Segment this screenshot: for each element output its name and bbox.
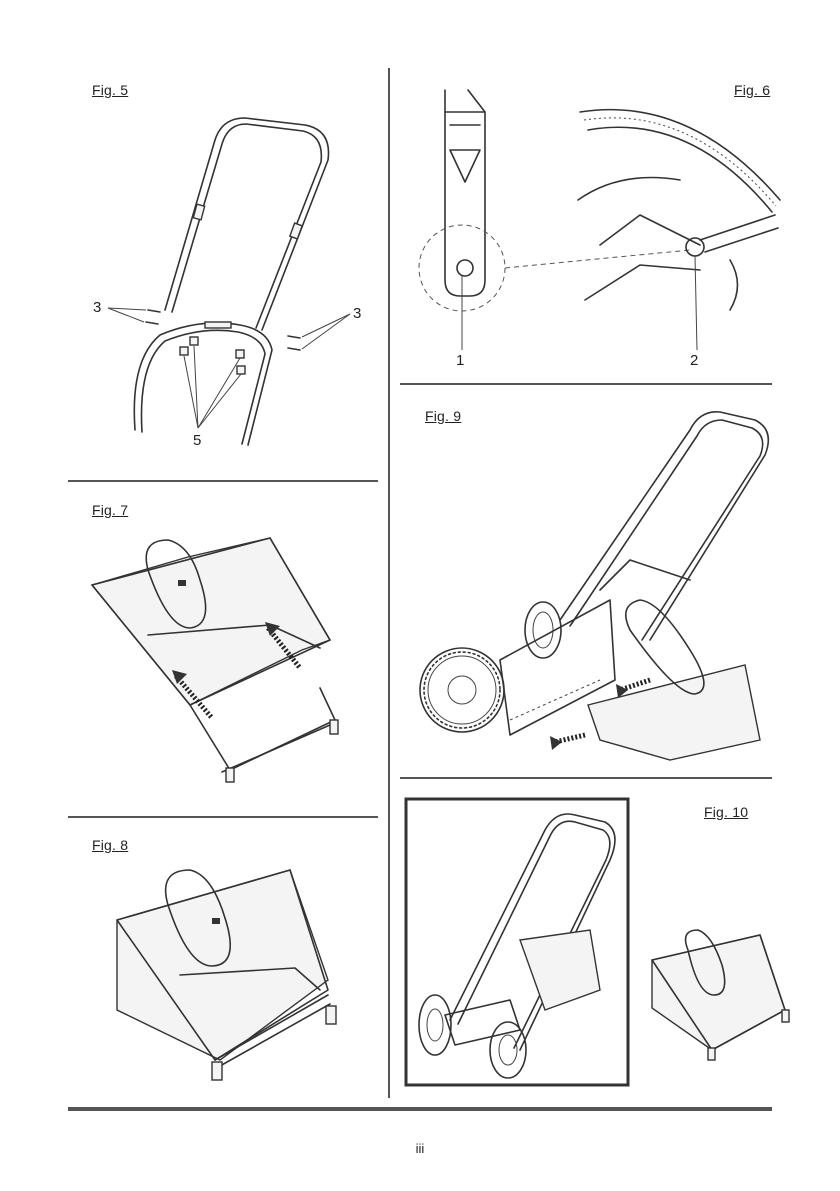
- bottom-rule: [68, 1107, 772, 1111]
- page-number: iii: [0, 1141, 840, 1156]
- fig10-complete-mower-drawing: [0, 0, 840, 1100]
